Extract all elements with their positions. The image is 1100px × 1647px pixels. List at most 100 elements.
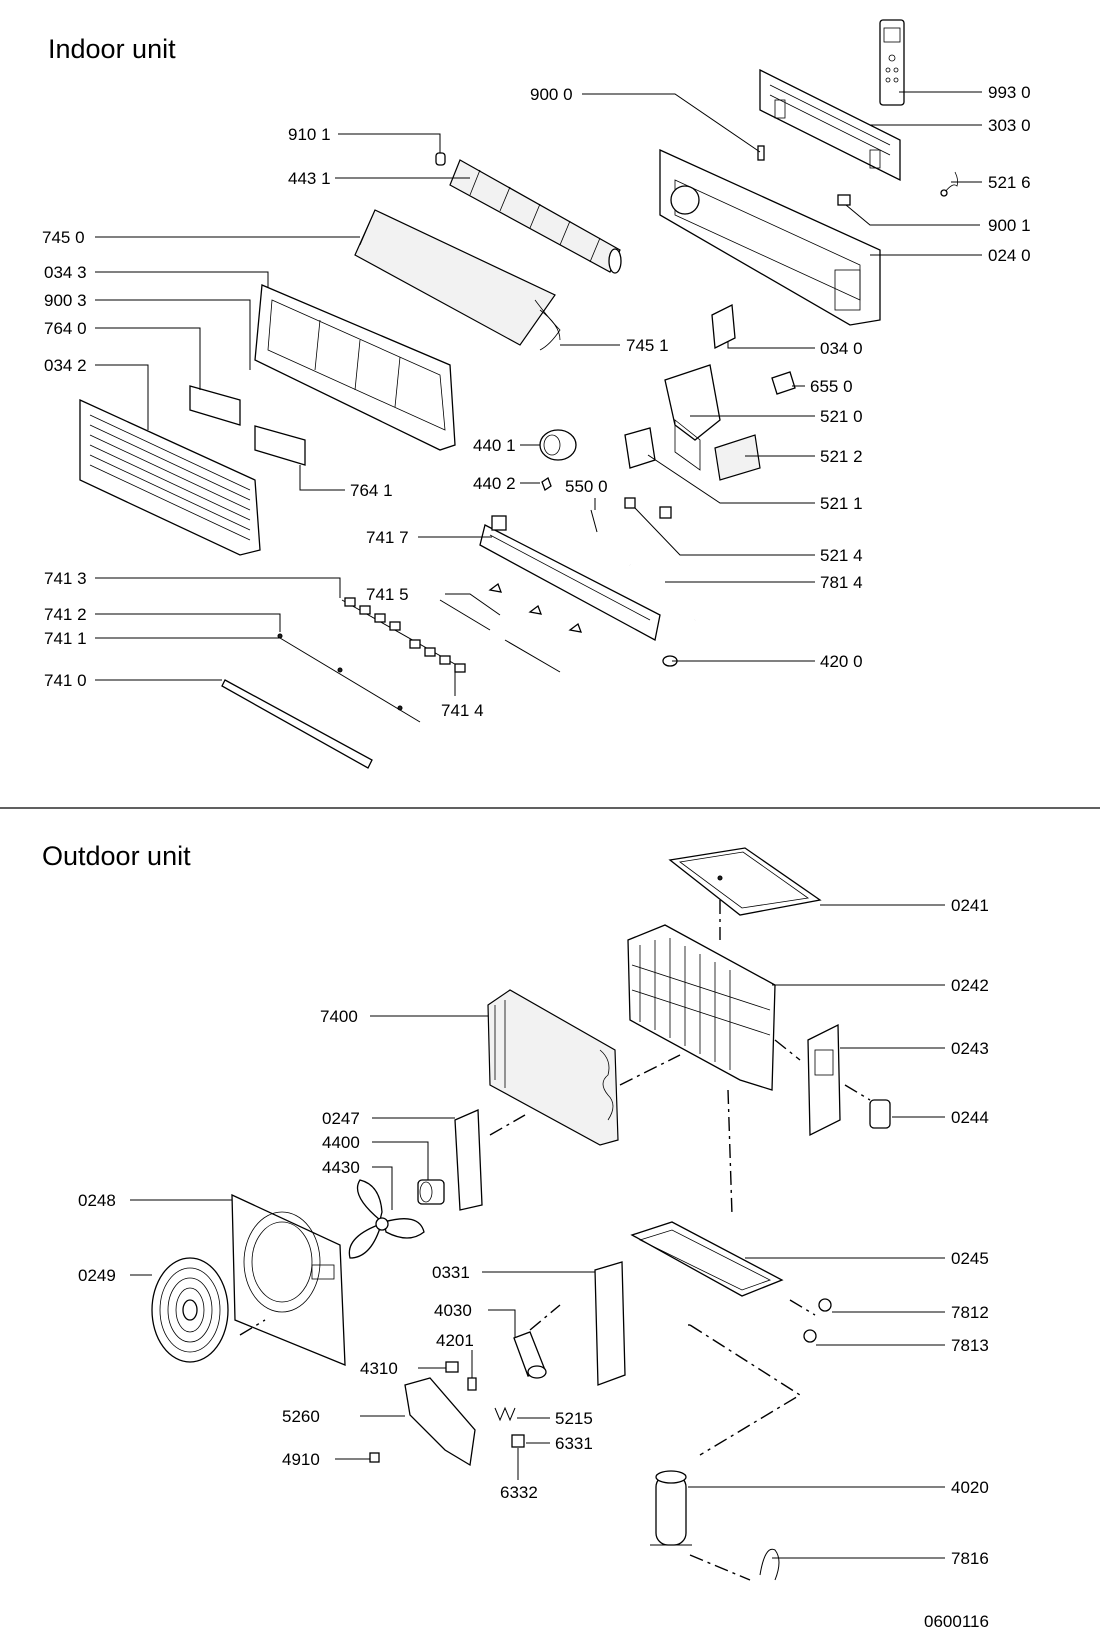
label-7451: 745 1 [626, 336, 669, 355]
filter-7641-drawing [254, 425, 306, 466]
bracket-4402-drawing [541, 477, 552, 491]
pcb-5211-drawing [624, 427, 656, 469]
cover-0340-drawing [711, 303, 736, 350]
part-5214b-drawing [659, 506, 672, 519]
label-7413: 741 3 [44, 569, 87, 588]
drain-tray-drawing [479, 515, 661, 641]
remote-control-drawing [879, 19, 905, 106]
label-0245: 0245 [951, 1249, 989, 1268]
tangential-fan-drawing [449, 159, 622, 274]
label-5500: 550 0 [565, 477, 608, 496]
label-7415: 741 5 [366, 585, 409, 604]
label-7450: 745 0 [42, 228, 85, 247]
propeller-fan-drawing [348, 1179, 425, 1259]
fan-guard-drawing [151, 1257, 229, 1363]
label-7641: 764 1 [350, 481, 393, 500]
condenser-drawing [487, 989, 619, 1146]
part-5214a-drawing [624, 497, 636, 509]
bracket-5260-drawing [404, 1377, 476, 1467]
label-5211: 521 1 [820, 494, 863, 513]
mounting-plate-drawing [759, 68, 901, 182]
label-7812: 7812 [951, 1303, 989, 1322]
fan-motor-drawing [417, 1179, 445, 1205]
label-7816: 7816 [951, 1549, 989, 1568]
document-code: 0600116 [924, 1612, 989, 1631]
part-4201-drawing [467, 1377, 477, 1391]
part-6331-drawing [511, 1434, 525, 1448]
label-0249: 0249 [78, 1266, 116, 1285]
part-4910-drawing [369, 1452, 380, 1463]
flap-rail-drawing [277, 633, 421, 723]
label-7410: 741 0 [44, 671, 87, 690]
label-4310: 4310 [360, 1359, 398, 1378]
part-4310-drawing [445, 1361, 459, 1373]
label-7813: 7813 [951, 1336, 989, 1355]
label-0243: 0243 [951, 1039, 989, 1058]
valve-cover-drawing [869, 1099, 891, 1129]
label-4201: 4201 [436, 1331, 474, 1350]
chassis-drawing [659, 148, 881, 326]
label-4020: 4020 [951, 1478, 989, 1497]
label-4402: 440 2 [473, 474, 516, 493]
label-0242: 0242 [951, 976, 989, 995]
label-4430: 4430 [322, 1158, 360, 1177]
label-4910: 4910 [282, 1450, 320, 1469]
rear-grille-drawing [627, 924, 776, 1091]
flap-drawing [221, 679, 373, 769]
label-6550: 655 0 [810, 377, 853, 396]
sensor-wire-drawing [944, 171, 959, 193]
plate-0331-drawing [594, 1261, 626, 1386]
label-7400: 7400 [320, 1007, 358, 1026]
motor-4401-drawing [539, 429, 577, 461]
label-5212-drawing [714, 434, 761, 481]
label-7640: 764 0 [44, 319, 87, 338]
label-0342: 034 2 [44, 356, 87, 375]
label-5215: 5215 [555, 1409, 593, 1428]
base-pan-drawing [630, 1221, 784, 1297]
label-3030: 303 0 [988, 116, 1031, 135]
label-0241: 0241 [951, 896, 989, 915]
capacitor-drawing [513, 1331, 547, 1379]
label-4400: 4400 [322, 1133, 360, 1152]
assembly-lines [239, 900, 871, 1581]
label-4401: 440 1 [473, 436, 516, 455]
evaporator-drawing [354, 209, 561, 351]
label-0248: 0248 [78, 1191, 116, 1210]
label-7412: 741 2 [44, 605, 87, 624]
outdoor-leader-lines [130, 904, 945, 1559]
indoor-unit-title: Indoor unit [48, 34, 176, 64]
label-9003: 900 3 [44, 291, 87, 310]
label-5212: 521 2 [820, 447, 863, 466]
outdoor-labels: 0241 0242 7400 0243 0247 0244 4400 4430 … [78, 896, 989, 1568]
valve-7812-drawing [818, 1298, 832, 1312]
pipe-7816-drawing [759, 1548, 780, 1581]
label-5260: 5260 [282, 1407, 320, 1426]
label-6331: 6331 [555, 1434, 593, 1453]
label-0331: 0331 [432, 1263, 470, 1282]
indoor-parts-drawings [79, 19, 959, 769]
front-grille-drawing [79, 398, 261, 556]
clip-9101-drawing [435, 152, 446, 166]
label-0244: 0244 [951, 1108, 989, 1127]
outdoor-unit-title: Outdoor unit [42, 841, 191, 871]
filter-7640-drawing [189, 385, 241, 426]
label-4431: 443 1 [288, 169, 331, 188]
compressor-drawing [650, 1470, 692, 1546]
label-7414: 741 4 [441, 701, 484, 720]
label-0247: 0247 [322, 1109, 360, 1128]
top-cover-drawing [668, 847, 822, 916]
label-9001: 900 1 [988, 216, 1031, 235]
clip-9001-drawing [837, 194, 851, 206]
partition-drawing [454, 1109, 483, 1211]
side-panel-drawing [807, 1023, 841, 1137]
coil-5215-drawing [494, 1406, 516, 1422]
indoor-leader-lines [95, 91, 982, 696]
front-panel-drawing [231, 1193, 346, 1366]
label-5216: 521 6 [988, 173, 1031, 192]
label-9101: 910 1 [288, 125, 331, 144]
valve-7813-drawing [803, 1329, 817, 1343]
label-5214: 521 4 [820, 546, 863, 565]
label-9000: 900 0 [530, 85, 573, 104]
label-5210: 521 0 [820, 407, 863, 426]
